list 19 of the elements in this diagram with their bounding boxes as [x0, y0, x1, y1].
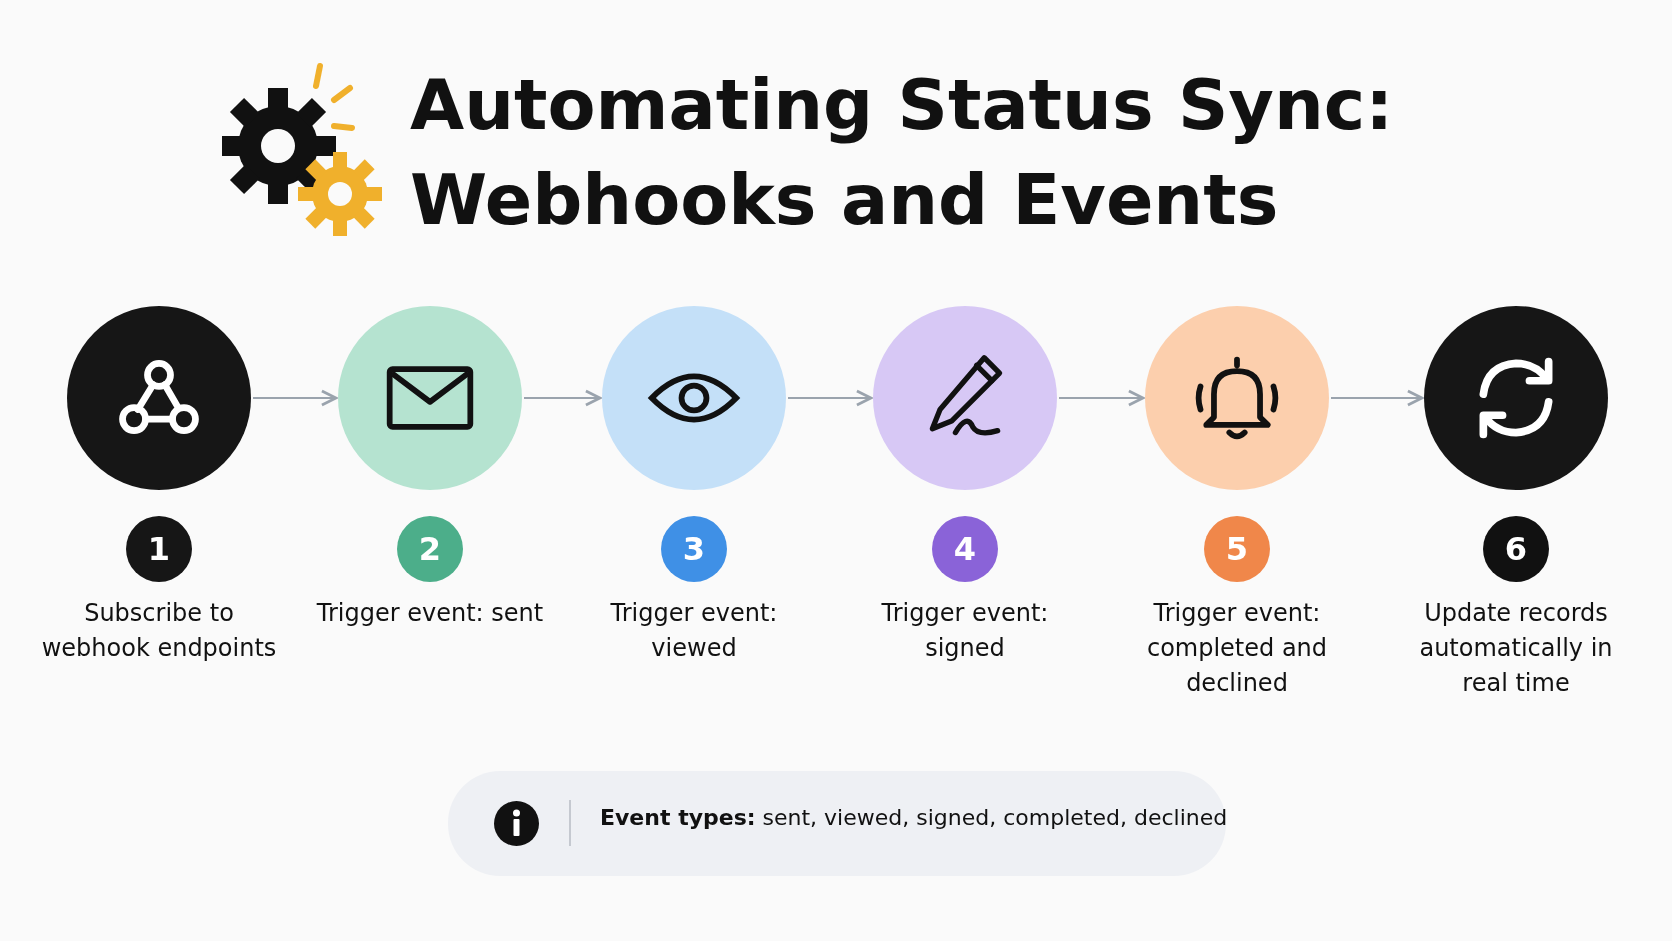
step-label: Trigger event: completed and declined	[1145, 598, 1329, 699]
arrow	[1059, 389, 1145, 407]
step-label: Trigger event: sent	[315, 598, 545, 629]
step-number: 3	[661, 516, 727, 582]
step-label: Trigger event: viewed	[609, 598, 779, 664]
arrow	[524, 389, 602, 407]
info-note: Event types: sent, viewed, signed, completed, declined	[600, 805, 1228, 830]
arrow	[1331, 389, 1424, 407]
step-label: Trigger event: signed	[880, 598, 1050, 664]
arrow	[253, 389, 338, 407]
step-number: 1	[126, 516, 192, 582]
step-label: Update records automatically in real time	[1418, 598, 1614, 699]
step-number: 2	[397, 516, 463, 582]
step-label: Subscribe to webhook endpoints	[40, 598, 278, 664]
step-number: 5	[1204, 516, 1270, 582]
step-number: 4	[932, 516, 998, 582]
arrow	[788, 389, 873, 407]
title: Automating Status Sync: Webhooks and Events	[410, 63, 1395, 243]
step-number: 6	[1483, 516, 1549, 582]
